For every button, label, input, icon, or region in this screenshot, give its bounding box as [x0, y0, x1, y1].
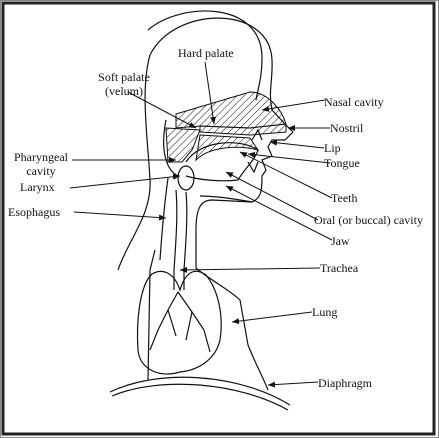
jaw-line	[199, 195, 253, 203]
label-soft-palate-line2: (velum)	[105, 84, 143, 98]
neck-back	[117, 54, 151, 271]
label-jaw: Jaw	[331, 234, 350, 248]
leader-jaw	[225, 185, 333, 241]
label-oral-cavity: Oral (or buccal) cavity	[314, 213, 423, 227]
label-esophagus: Esophagus	[8, 205, 60, 219]
leader-soft-palate	[127, 91, 197, 129]
face-profile	[195, 131, 294, 268]
label-nasal-cavity: Nasal cavity	[324, 95, 384, 109]
leader-lip	[269, 139, 325, 149]
leader-lung	[231, 311, 313, 325]
chest-front	[195, 267, 269, 391]
esophagus-tube	[159, 177, 169, 261]
diaphragm-lower	[111, 383, 289, 411]
label-pharyngeal-line1: Pharyngeal	[14, 150, 68, 164]
nasal-cavity-region	[175, 91, 287, 129]
leader-oral-cavity	[225, 171, 319, 221]
label-pharyngeal-line2: cavity	[26, 164, 56, 178]
trachea-tube-2	[183, 191, 188, 290]
leader-teeth	[239, 151, 333, 199]
label-tongue: Tongue	[324, 156, 360, 170]
pharyngeal-cavity-region	[165, 127, 201, 163]
leader-trachea	[179, 266, 321, 273]
hard-palate-region	[199, 123, 287, 136]
label-soft-palate: Soft palate (velum)	[84, 70, 164, 98]
lower-teeth	[247, 161, 259, 174]
label-lung: Lung	[312, 305, 338, 319]
label-pharyngeal-cavity: Pharyngeal cavity	[8, 150, 74, 178]
skull-outline	[149, 17, 294, 133]
lung-outline	[136, 270, 222, 375]
label-trachea: Trachea	[320, 261, 359, 275]
label-teeth: Teeth	[331, 191, 358, 205]
chest-back	[147, 249, 156, 381]
leader-diaphragm	[267, 381, 319, 388]
label-larynx: Larynx	[20, 180, 55, 194]
leader-hard-palate	[204, 61, 216, 125]
oral-cavity-region	[195, 134, 260, 162]
bronchi	[149, 291, 211, 353]
label-diaphragm: Diaphragm	[318, 376, 372, 390]
diaphragm-line	[109, 376, 291, 406]
label-hard-palate: Hard palate	[178, 46, 234, 60]
label-lip: Lip	[324, 141, 341, 155]
leader-esophagus	[73, 211, 167, 221]
leader-larynx	[69, 173, 181, 189]
skull-inner	[147, 10, 263, 101]
label-soft-palate-line1: Soft palate	[98, 70, 150, 84]
trachea-tube	[173, 189, 178, 290]
leader-tongue	[247, 151, 331, 164]
leader-nasal-cavity	[261, 99, 326, 112]
label-nostril: Nostril	[330, 121, 364, 135]
